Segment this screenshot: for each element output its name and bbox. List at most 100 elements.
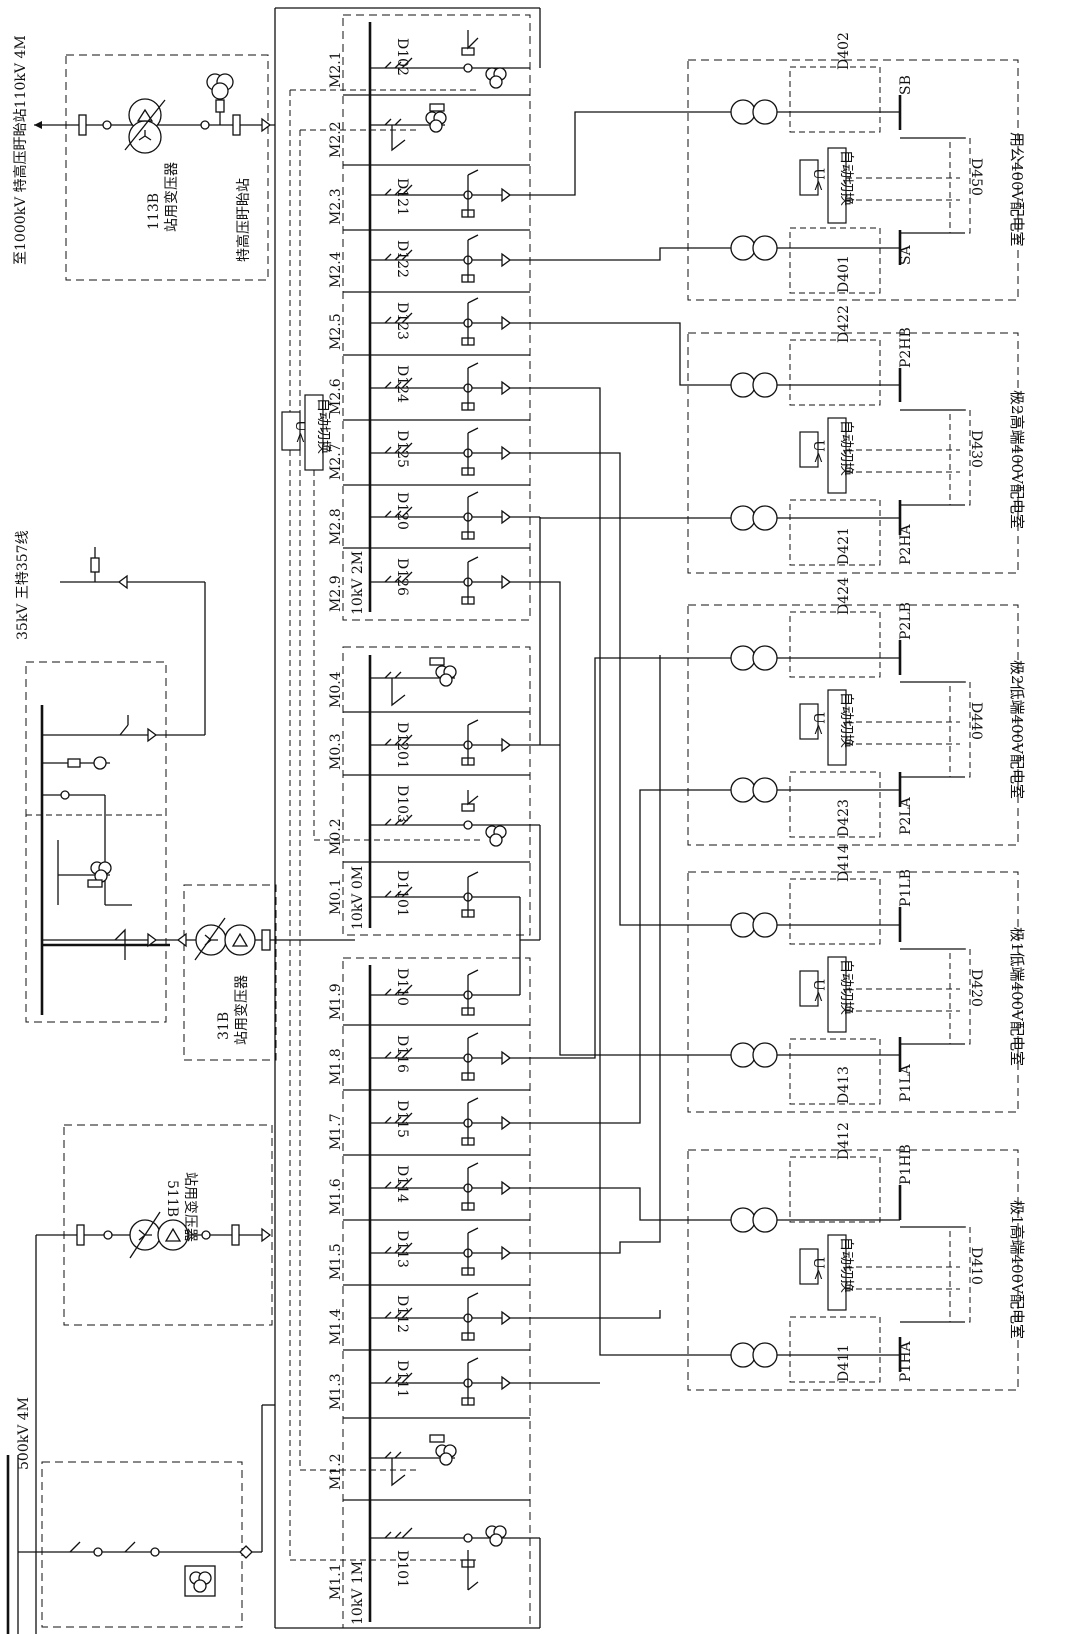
uv-relay-label: U< (810, 440, 826, 464)
cabinet-position-label: M1.6 (328, 1178, 344, 1215)
cabinet-position-label: M1.8 (328, 1048, 344, 1085)
auto-switch-label: 自动切换 (315, 398, 332, 454)
cabinet-position-label: M0.3 (328, 733, 344, 770)
cabinet-position-label: M1.4 (328, 1308, 344, 1345)
bus-2m-label: 10kV 2M (350, 551, 366, 615)
room-name: 极1低端400V配电室 (1008, 927, 1026, 1066)
source-uhv-110kv-label: 至1000kV 特高压盱眙站110kV 4M (12, 35, 29, 265)
cabinet-m1-1: M1.1 D101 (328, 1525, 540, 1600)
incomer-a-label: D423 (836, 799, 852, 837)
auto-switch-label: 自动切换 (838, 1237, 855, 1293)
incomer-a-label: D413 (836, 1066, 852, 1104)
bus-b-label: P1HB (898, 1144, 914, 1185)
breaker-label: D113 (394, 1230, 410, 1268)
cabinet-position-label: M1.2 (328, 1453, 344, 1490)
cabinet-position-label: M0.4 (328, 671, 344, 708)
uv-relay-label: U< (292, 420, 308, 444)
cabinet-m1-2: M1.2 (328, 1434, 457, 1490)
breaker-label: D1101 (394, 870, 410, 917)
bus-a-label: P1LA (898, 1063, 914, 1102)
line-35kv-label: 35kV 王特357线 (15, 530, 31, 640)
cabinet-position-label: M2.9 (328, 575, 344, 612)
room-pole2-low-400v: U< 自动切换 D424 D423 P2LB P2LA D440 极2低端400… (687, 577, 1026, 846)
auto-switch-label: 自动切换 (838, 692, 855, 748)
cabinet-position-label: M1.1 (328, 1563, 344, 1600)
room-common-400v: U< 自动切换 D402 D401 SB SA D450 用公400V配电室 (687, 32, 1026, 301)
cabinet-m2-2: M2.2 (328, 103, 447, 158)
cabinet-position-label: M2.3 (328, 188, 344, 225)
cabinet-m1-5: M1.5 D113 (328, 1227, 530, 1280)
cabinet-position-label: M2.7 (328, 443, 344, 480)
bus-b-label: P2HB (898, 327, 914, 368)
transformer-31b-name: 31B (216, 1012, 232, 1040)
bus-500kv-block: 500kV 4M (6, 1397, 275, 1634)
room-name: 用公400V配电室 (1008, 132, 1026, 246)
breaker-label: D112 (394, 1295, 410, 1333)
bus-b-label: P1LB (898, 869, 914, 907)
cabinet-m1-6: M1.6 D114 (328, 1162, 540, 1215)
cabinet-position-label: M0.1 (328, 878, 344, 915)
breaker-label: D116 (394, 1035, 410, 1073)
incomer-a-label: D421 (836, 527, 852, 565)
breaker-label: D125 (394, 430, 410, 468)
breaker-label: D120 (394, 492, 410, 530)
tie-breaker-label: D440 (968, 702, 984, 740)
room-pole1-high-400v: U< 自动切换 D412 D411 P1HB P1HA D410 极1高端400… (687, 1122, 1026, 1391)
room-name: 极1高端400V配电室 (1008, 1200, 1026, 1339)
breaker-label: D121 (394, 178, 410, 216)
cabinet-m0-2: M0.2 D103 (328, 785, 540, 855)
room-pole1-low-400v: U< 自动切换 D414 D413 P1LB P1LA D420 极1低端400… (687, 844, 1026, 1113)
uhv-station-label: 特高压盱眙站 (235, 178, 252, 262)
bus-a-label: P2LA (898, 796, 914, 835)
cabinet-m2-7: M2.7 D125 (328, 427, 530, 480)
cabinet-m1-7: M1.7 D115 (328, 1097, 530, 1150)
cabinet-m2-1: M2.1 D102 (328, 30, 530, 89)
bus-500kv-label: 500kV 4M (16, 1397, 32, 1470)
cabinet-position-label: M2.4 (328, 251, 344, 288)
transformer-113b-name: 113B (146, 193, 162, 230)
bus-0m-label: 10kV 0M (350, 866, 366, 930)
uv-relay-label: U< (810, 979, 826, 1003)
tie-breaker-label: D430 (968, 430, 984, 468)
incomer-b-label: D424 (836, 577, 852, 615)
cabinet-m2-3: M2.3 D121 (328, 169, 530, 225)
uv-relay-label: U< (810, 1257, 826, 1281)
incomer-b-label: D422 (836, 305, 852, 343)
breaker-label: D123 (394, 302, 410, 340)
bus-a-label: SA (898, 244, 914, 265)
breaker-label: D122 (394, 240, 410, 278)
transformer-31b-block: 31B 站用变压器 (176, 884, 355, 1061)
cabinet-position-label: M2.5 (328, 313, 344, 350)
cabinet-position-label: M2.1 (328, 51, 344, 88)
uv-relay-label: U< (810, 168, 826, 192)
feeder-interconnects (530, 111, 720, 1384)
transformer-511b-name: 511B (164, 1180, 180, 1217)
room-pole2-high-400v: U< 自动切换 D422 D421 P2HB P2HA D430 极2高端400… (687, 305, 1026, 574)
cabinet-m1-4: M1.4 D112 (328, 1292, 530, 1345)
cabinet-m0-4: M0.4 (328, 657, 457, 708)
bus-a-label: P2HA (898, 523, 914, 565)
breaker-label: D126 (394, 558, 410, 596)
auto-switch-label: 自动切换 (838, 959, 855, 1015)
cabinet-position-label: M2.6 (328, 378, 344, 415)
cabinet-m2-5: M2.5 D123 (328, 297, 530, 350)
cabinet-m0-1: M0.1 D1101 (328, 870, 521, 940)
transformer-113b-block: 至1000kV 特高压盱眙站110kV 4M 113B 站用变压器 特高压盱眙站 (12, 35, 275, 281)
cabinet-position-label: M1.9 (328, 983, 344, 1020)
tie-breaker-label: D420 (968, 969, 984, 1007)
cabinet-m2-8: M2.8 D120 (328, 491, 540, 545)
incomer-b-label: D402 (836, 32, 852, 70)
line-35kv-block: 35kV 王特357线 (15, 530, 206, 735)
control-interlock: U< 自动切换 (274, 7, 541, 1629)
bus-1m-label: 10kV 1M (350, 1561, 366, 1625)
room-name: 极2低端400V配电室 (1008, 660, 1026, 799)
cabinet-m1-8: M1.8 D116 (328, 1032, 530, 1085)
bus-b-label: SB (898, 75, 914, 95)
cabinet-position-label: M2.8 (328, 508, 344, 545)
cabinet-m0-3: M0.3 D1201 (328, 719, 540, 770)
uv-relay-label: U< (810, 712, 826, 736)
breaker-label: D124 (394, 365, 410, 403)
breaker-label: D103 (394, 785, 410, 823)
transformer-113b-desc: 站用变压器 (164, 162, 180, 232)
